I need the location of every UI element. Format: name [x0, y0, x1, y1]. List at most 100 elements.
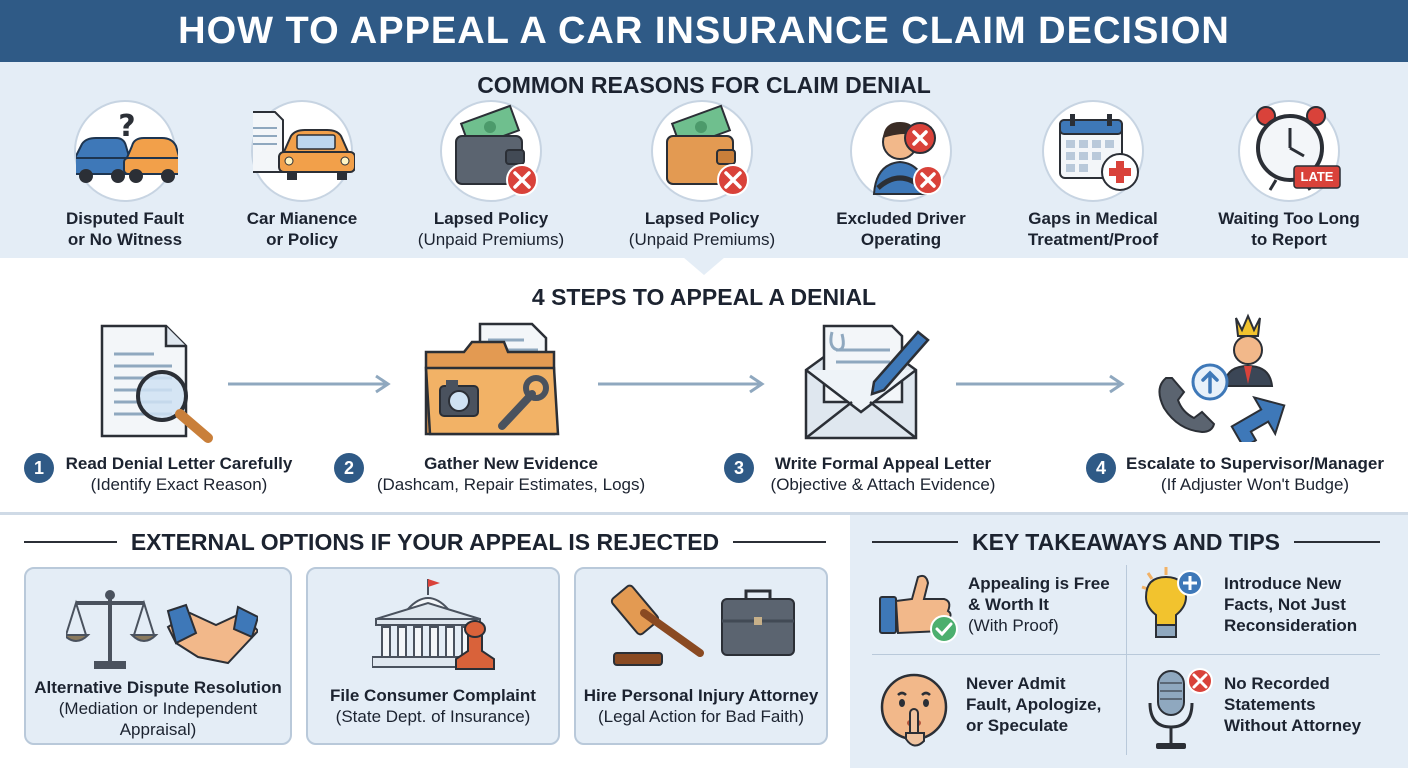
step-number: 1: [24, 453, 54, 483]
step-subtitle: (Identify Exact Reason): [90, 475, 268, 494]
option-title: Hire Personal Injury Attorney: [583, 686, 819, 705]
step-number: 3: [724, 453, 754, 483]
option-card-attorney: Hire Personal Injury Attorney (Legal Act…: [574, 567, 828, 745]
step-title: Gather New Evidence: [424, 454, 598, 473]
tip-title-cont: & Worth It: [968, 595, 1049, 614]
option-subtitle: (Mediation or Independent: [58, 699, 258, 718]
step-title: Read Denial Letter Carefully: [65, 454, 293, 473]
option-title: Alternative Dispute Resolution: [34, 678, 282, 697]
reason-item: Gaps in Medical Treatment/Proof: [993, 100, 1193, 250]
tip-title-cont: Statements: [1224, 695, 1316, 714]
step-subtitle: (If Adjuster Won't Budge): [1160, 475, 1350, 494]
reason-sublabel: or No Witness: [67, 230, 183, 249]
scales-handshake-icon: [66, 590, 258, 669]
tip-title-cont: Facts, Not Just: [1224, 595, 1346, 614]
step-number: 2: [334, 453, 364, 483]
step-item: 3 Write Formal Appeal Letter (Objective …: [724, 453, 1004, 495]
tips-heading-row: KEY TAKEAWAYS AND TIPS: [872, 527, 1381, 557]
magnifier-document-icon: [100, 324, 213, 443]
reason-sublabel: or Policy: [266, 230, 338, 249]
external-options-section: EXTERNAL OPTIONS IF YOUR APPEAL IS REJEC…: [0, 515, 850, 768]
step-number: 4: [1086, 453, 1116, 483]
option-subtitle: (Legal Action for Bad Faith): [597, 707, 804, 726]
driver-denied-icon: [850, 100, 952, 202]
shush-face-icon: [880, 673, 948, 747]
reason-label: Disputed Fault: [65, 209, 185, 228]
step-item: 2 Gather New Evidence (Dashcam, Repair E…: [334, 453, 652, 495]
reason-label: Gaps in Medical: [1028, 209, 1158, 228]
gavel-briefcase-icon: [610, 584, 795, 666]
step-subtitle: (Objective & Attach Evidence): [770, 475, 996, 494]
microphone-denied-icon: [1148, 668, 1213, 749]
arrow-right-icon: [598, 374, 765, 394]
late-badge: LATE: [1300, 169, 1334, 184]
government-stamp-icon: [372, 579, 495, 670]
calendar-medical-icon: [1042, 100, 1144, 202]
reason-label: Excluded Driver: [836, 209, 966, 228]
wallet-denied-icon: [651, 100, 753, 202]
tip-item: Never Admit Fault, Apologize, or Specula…: [880, 665, 1124, 757]
step-title: Write Formal Appeal Letter: [774, 454, 992, 473]
step-item: 1 Read Denial Letter Carefully (Identify…: [24, 453, 294, 495]
heading-rule: [24, 541, 117, 543]
tip-title: Never Admit: [966, 674, 1066, 693]
reason-sublabel: Treatment/Proof: [1027, 230, 1159, 249]
option-subtitle: (State Dept. of Insurance): [335, 707, 531, 726]
option-title: File Consumer Complaint: [330, 686, 536, 705]
reason-sublabel: (Unpaid Premiums): [628, 230, 776, 249]
tip-title-cont: or Speculate: [966, 716, 1069, 735]
tip-title: Introduce New: [1224, 574, 1342, 593]
thumbs-up-icon: [879, 574, 958, 643]
reason-item: Car Mianence or Policy: [202, 100, 402, 250]
option-subtitle-cont: Appraisal): [119, 720, 197, 739]
grid-divider-vertical: [1126, 565, 1127, 755]
option-card-complaint: File Consumer Complaint (State Dept. of …: [306, 567, 560, 745]
heading-rule: [872, 541, 958, 543]
tip-item: No Recorded Statements Without Attorney: [1146, 667, 1400, 757]
page-title: HOW TO APPEAL A CAR INSURANCE CLAIM DECI…: [178, 9, 1230, 52]
evidence-folder-icon: [424, 322, 560, 436]
steps-heading: 4 STEPS TO APPEAL A DENIAL: [531, 284, 877, 310]
arrow-right-icon: [956, 374, 1125, 394]
letter-envelope-icon: [804, 324, 930, 440]
car-document-icon: [251, 100, 355, 202]
arrow-right-icon: [228, 374, 391, 394]
tip-title-cont: Without Attorney: [1224, 716, 1362, 735]
option-card-adr: Alternative Dispute Resolution (Mediatio…: [24, 567, 292, 745]
tip-title-cont: Fault, Apologize,: [966, 695, 1102, 714]
reason-item: Lapsed Policy (Unpaid Premiums): [602, 100, 802, 250]
heading-rule: [1294, 541, 1381, 543]
escalate-phone-icon: [1158, 313, 1286, 442]
car-collision-icon: ?: [74, 100, 178, 202]
reason-sublabel: Operating: [860, 230, 942, 249]
reason-label: Car Mianence: [246, 209, 358, 228]
step-title: Escalate to Supervisor/Manager: [1126, 454, 1384, 473]
svg-text:?: ?: [118, 109, 135, 144]
tip-item: Introduce New Facts, Not Just Reconsider…: [1138, 565, 1400, 649]
reason-label: Lapsed Policy: [644, 209, 760, 228]
tip-note: (With Proof): [968, 616, 1059, 635]
step-item: 4 Escalate to Supervisor/Manager (If Adj…: [1086, 453, 1388, 495]
tip-title-cont: Reconsideration: [1224, 616, 1358, 635]
title-bar: HOW TO APPEAL A CAR INSURANCE CLAIM DECI…: [0, 0, 1408, 62]
reason-sublabel: to Report: [1251, 230, 1327, 249]
tip-title: No Recorded: [1224, 674, 1330, 693]
step-subtitle: (Dashcam, Repair Estimates, Logs): [376, 475, 646, 494]
section-divider: [0, 512, 1408, 515]
wallet-denied-icon: [440, 100, 542, 202]
lightbulb-icon: [1141, 567, 1203, 638]
external-heading: EXTERNAL OPTIONS IF YOUR APPEAL IS REJEC…: [130, 528, 720, 555]
reasons-heading: COMMON REASONS FOR CLAIM DENIAL: [477, 72, 931, 98]
reason-item: Excluded Driver Operating: [801, 100, 1001, 250]
reason-label: Lapsed Policy: [433, 209, 549, 228]
reason-item: Lapsed Policy (Unpaid Premiums): [391, 100, 591, 250]
reason-item: LATE Waiting Too Long to Report: [1189, 100, 1389, 250]
tips-heading: KEY TAKEAWAYS AND TIPS: [972, 528, 1281, 555]
alarm-clock-icon: LATE: [1238, 100, 1341, 202]
reasons-section: COMMON REASONS FOR CLAIM DENIAL ? Disput…: [0, 62, 1408, 258]
reason-sublabel: (Unpaid Premiums): [417, 230, 565, 249]
tips-section: KEY TAKEAWAYS AND TIPS Appealing is Free…: [850, 515, 1408, 768]
grid-divider-horizontal: [872, 654, 1380, 655]
reason-item: ? Disputed Fault or No Witness: [25, 100, 225, 250]
section-pointer: [683, 257, 725, 275]
